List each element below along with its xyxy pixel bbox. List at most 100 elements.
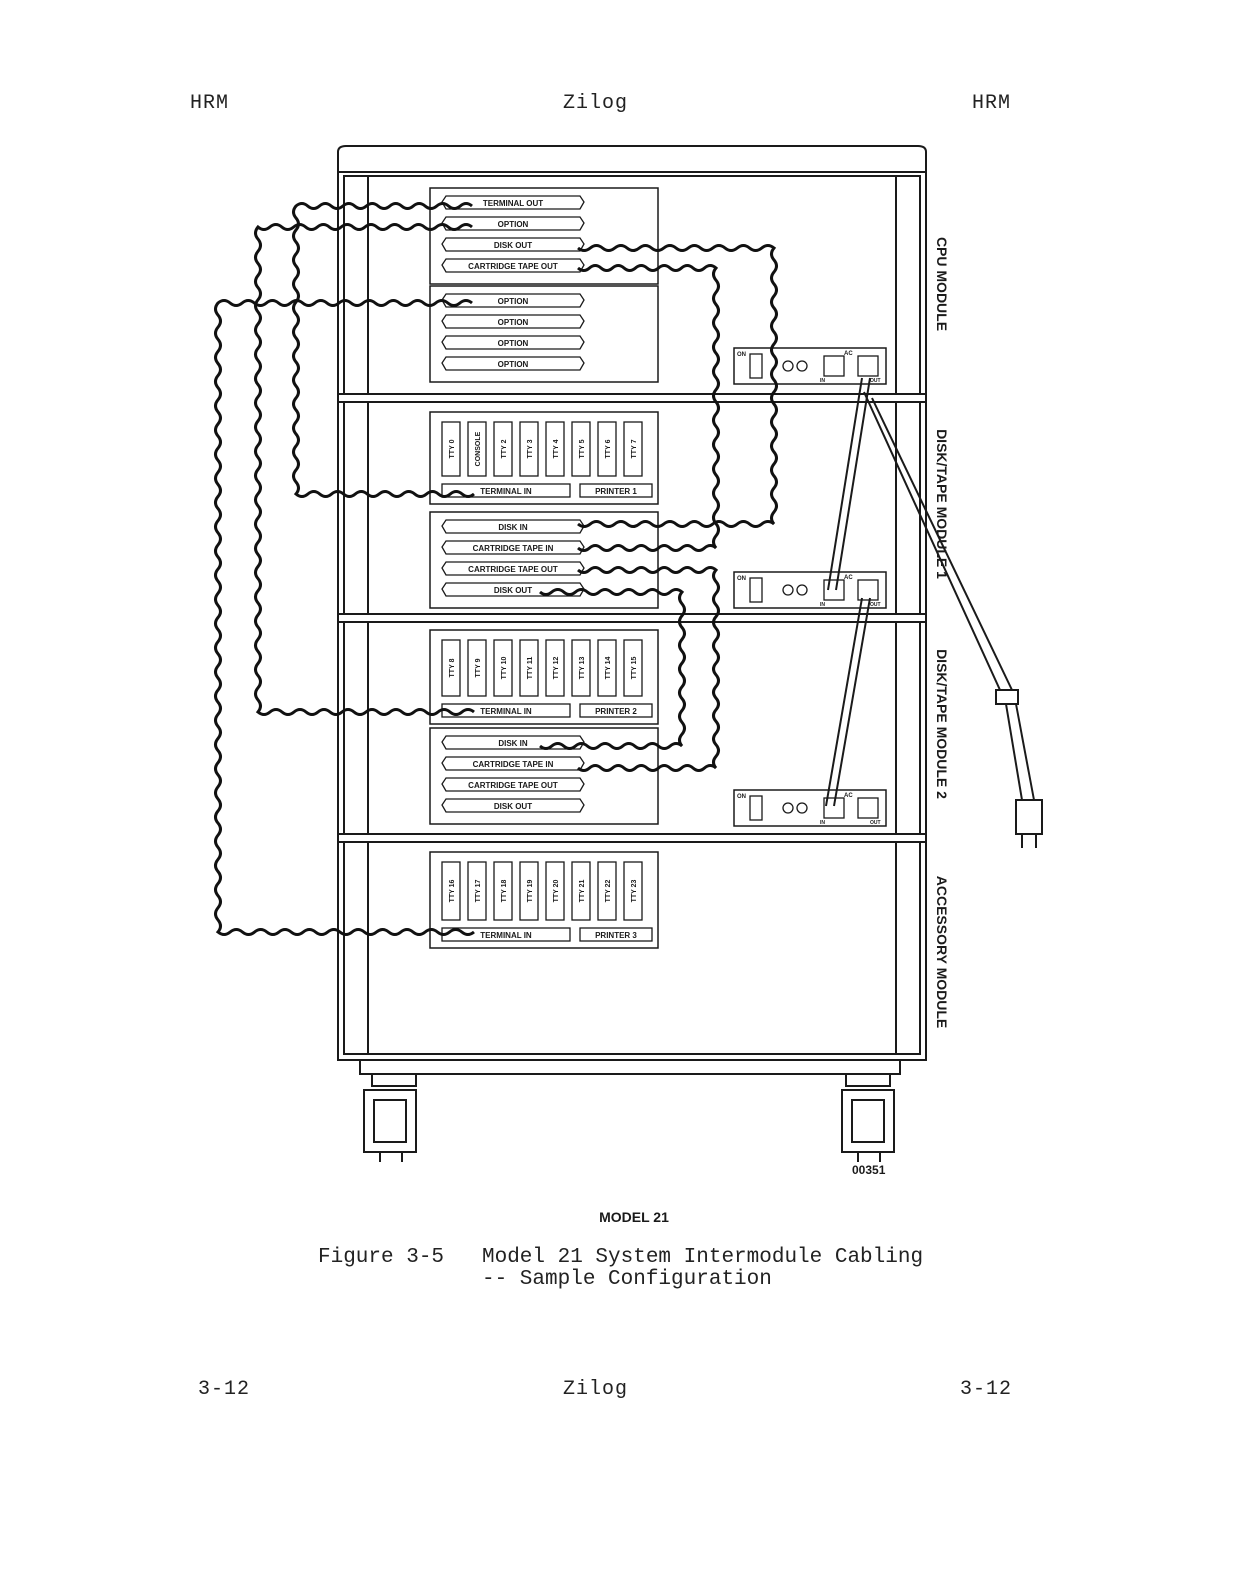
acc-tty-label: TTY 18 [501, 879, 508, 902]
cpu-b-slot-label: OPTION [498, 297, 529, 306]
cpu-fuse [782, 360, 794, 372]
acc-tty-label: TTY 17 [475, 879, 482, 902]
header-center: Zilog [563, 92, 629, 115]
footer-left: 3-12 [198, 1378, 251, 1401]
disk2-in-label: IN [820, 820, 825, 826]
caption-label: Figure 3-5 [318, 1246, 445, 1269]
acc-tty-label: TTY 19 [527, 879, 534, 902]
disk2-slot-label: CARTRIDGE TAPE IN [473, 760, 554, 769]
ac-jumper-cables [825, 377, 871, 807]
disk2-slot [441, 798, 585, 813]
header-left: HRM [190, 92, 230, 115]
cpu-a-slot-label: TERMINAL OUT [483, 199, 543, 208]
disk2-slot-label: CARTRIDGE TAPE OUT [468, 781, 558, 790]
disk-tape-module-2-label: DISK/TAPE MODULE 2 [934, 649, 950, 799]
cpu-a-slot-label: DISK OUT [494, 241, 532, 250]
disk1-slot-label: CARTRIDGE TAPE OUT [468, 565, 558, 574]
disk2-tty-label: TTY 11 [527, 657, 534, 680]
cpu-module-label: CPU MODULE [934, 237, 950, 331]
disk1-tty-port [571, 421, 591, 477]
disk1-tty-port [467, 421, 487, 477]
disk1-slot-label: CARTRIDGE TAPE IN [473, 544, 554, 553]
disk1-tty-port [493, 421, 513, 477]
disk2-tty-label: TTY 15 [631, 656, 638, 679]
accessory-module-label: ACCESSORY MODULE [934, 876, 950, 1028]
disk2-power-switch [749, 795, 763, 821]
disk1-terminal-in-label: TERMINAL IN [480, 487, 532, 496]
cable-disk-out-to-disk-in-2 [539, 588, 686, 750]
acc-tty-port [467, 861, 487, 921]
cpu-fuse [796, 360, 808, 372]
disk1-tty-port [519, 421, 539, 477]
cable-option-to-terminal-in-2 [254, 223, 475, 716]
disk2-out-label: OUT [870, 820, 881, 826]
disk1-fuse [782, 584, 794, 596]
disk2-fuse [782, 802, 794, 814]
disk2-tty-label: TTY 10 [501, 656, 508, 679]
footer-center: Zilog [563, 1378, 629, 1401]
acc-tty-port [597, 861, 617, 921]
disk2-tty-label: TTY 12 [553, 656, 560, 679]
caster-left [363, 1073, 417, 1162]
cpu-a-slot-label: OPTION [498, 220, 529, 229]
disk2-slot [441, 735, 585, 750]
acc-tty-port [493, 861, 513, 921]
acc-printer-label: PRINTER 3 [595, 931, 637, 940]
acc-terminal-in-label: TERMINAL IN [480, 931, 532, 940]
cpu-ac-out [857, 355, 879, 377]
disk2-tty-port [519, 639, 539, 697]
disk2-tty-port [623, 639, 643, 697]
disk2-tty-label: TTY 9 [475, 658, 482, 677]
cpu-b-slot-label: OPTION [498, 339, 529, 348]
drawing-number: 00351 [852, 1163, 886, 1177]
disk2-fuse [796, 802, 808, 814]
caster-right [841, 1073, 895, 1162]
acc-tty-port [623, 861, 643, 921]
disk1-printer-label: PRINTER 1 [595, 487, 637, 496]
cpu-in-label: IN [820, 378, 825, 384]
acc-tty-label: TTY 20 [553, 879, 560, 902]
disk2-tty-label: TTY 13 [579, 656, 586, 679]
disk1-tty-label: TTY 2 [501, 439, 508, 458]
cable-option-to-terminal-in-3 [214, 299, 475, 936]
acc-tty-label: TTY 22 [605, 879, 612, 902]
cpu-power-switch [749, 353, 763, 379]
cable-tape-out-to-tape-in-1 [577, 264, 720, 552]
caption-line1: Model 21 System Intermodule Cabling [482, 1246, 924, 1269]
cabinet-base [359, 1059, 901, 1075]
module-dividers [337, 393, 927, 843]
disk1-slot [441, 561, 585, 576]
acc-tty-label: TTY 21 [579, 879, 586, 902]
disk2-on-label: ON [737, 794, 746, 800]
disk2-tty-port [467, 639, 487, 697]
disk1-tty-label: TTY 4 [553, 439, 560, 458]
disk1-tty-label: TTY 3 [527, 439, 534, 458]
cpu-b-slot [441, 314, 585, 329]
disk2-tty-label: TTY 14 [605, 656, 612, 679]
cpu-ac-label: AC [844, 351, 853, 357]
cpu-a-slot [441, 258, 585, 273]
cpu-b-slot [441, 356, 585, 371]
cpu-out-label: OUT [870, 378, 881, 384]
disk1-power-switch [749, 577, 763, 603]
disk1-slot-label: DISK OUT [494, 586, 532, 595]
caption-line2: -- Sample Configuration [482, 1268, 772, 1291]
disk2-slot-label: DISK OUT [494, 802, 532, 811]
acc-tty-port [545, 861, 565, 921]
disk2-power-panel: ON AC IN OUT [733, 789, 887, 827]
disk1-on-label: ON [737, 576, 746, 582]
disk2-ac-label: AC [844, 793, 853, 799]
disk2-ac-in [823, 797, 845, 819]
cpu-b-slot [441, 335, 585, 350]
disk1-slot-label: DISK IN [498, 523, 528, 532]
disk1-in-label: IN [820, 602, 825, 608]
disk2-slot [441, 777, 585, 792]
disk2-printer-label: PRINTER 2 [595, 707, 637, 716]
disk2-tty-port [493, 639, 513, 697]
acc-tty-port [571, 861, 591, 921]
disk1-fuse [796, 584, 808, 596]
